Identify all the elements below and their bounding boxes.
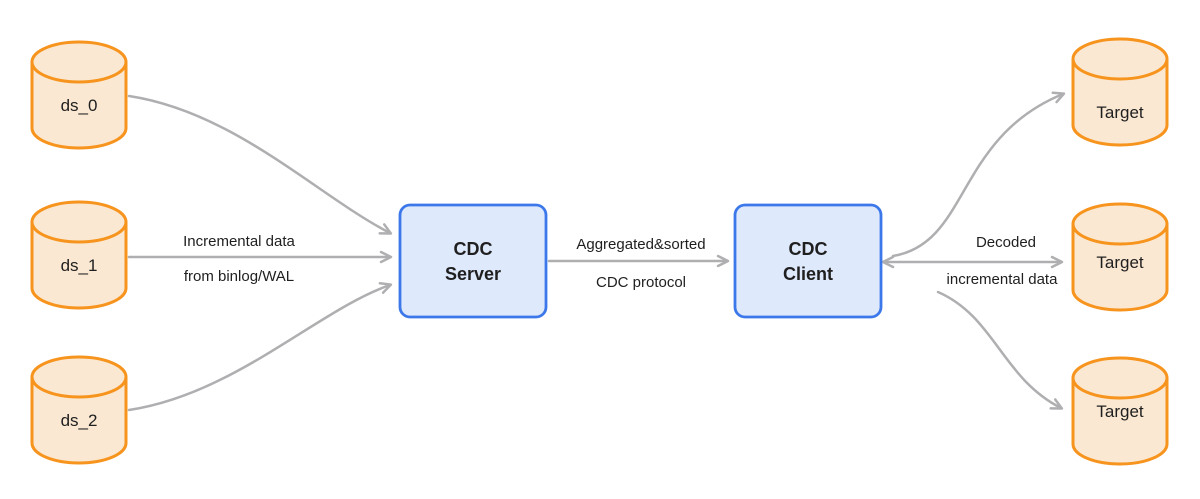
- edge-ds0-to-server: [127, 94, 393, 235]
- edge-ds2-to-server: [127, 281, 393, 412]
- node-ds-0: ds_0: [30, 40, 128, 150]
- node-cdc-server: CDC Server: [398, 203, 548, 319]
- cdc-server-box: [398, 203, 548, 319]
- edge-client-to-target-bottom: [936, 290, 1064, 410]
- ds-2-label: ds_2: [61, 411, 98, 430]
- node-target-bottom: Target: [1071, 356, 1169, 466]
- node-cdc-client: CDC Client: [733, 203, 883, 319]
- label-from-binlog-wal: from binlog/WAL: [184, 268, 294, 285]
- database-cylinder-icon: [1071, 37, 1169, 147]
- label-incremental-data: Incremental data: [183, 233, 295, 250]
- database-cylinder-icon: [1071, 202, 1169, 312]
- ds-1-label: ds_1: [61, 256, 98, 275]
- node-ds-2: ds_2: [30, 355, 128, 465]
- target-top-label: Target: [1096, 103, 1144, 122]
- node-ds-1: ds_1: [30, 200, 128, 310]
- label-incremental-data-right: incremental data: [947, 271, 1059, 288]
- ds-0-label: ds_0: [61, 96, 98, 115]
- database-cylinder-icon: [30, 200, 128, 310]
- node-target-mid: Target: [1071, 202, 1169, 312]
- label-decoded: Decoded: [976, 234, 1036, 251]
- target-bottom-label: Target: [1096, 402, 1144, 421]
- edges: [127, 91, 1066, 412]
- label-aggregated-sorted: Aggregated&sorted: [576, 236, 705, 253]
- edge-client-to-target-top: [891, 91, 1066, 258]
- edge-labels: Incremental data from binlog/WAL Aggrega…: [183, 233, 1058, 291]
- target-mid-label: Target: [1096, 253, 1144, 272]
- cdc-server-title-line2: Server: [445, 264, 501, 284]
- cdc-server-title-line1: CDC: [454, 239, 493, 259]
- cdc-client-box: [733, 203, 883, 319]
- database-cylinder-icon: [30, 40, 128, 150]
- cdc-client-title-line2: Client: [783, 264, 833, 284]
- cdc-client-title-line1: CDC: [789, 239, 828, 259]
- database-cylinder-icon: [30, 355, 128, 465]
- node-target-top: Target: [1071, 37, 1169, 147]
- label-cdc-protocol: CDC protocol: [596, 274, 686, 291]
- database-cylinder-icon: [1071, 356, 1169, 466]
